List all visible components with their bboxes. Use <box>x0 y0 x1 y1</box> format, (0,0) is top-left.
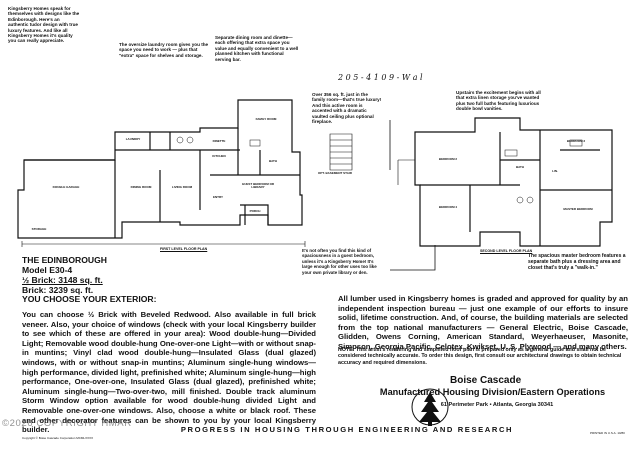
room-bedroom-4: BEDROOM 4 <box>438 205 458 209</box>
caption-guest: It's not often you find this kind of spa… <box>302 248 377 275</box>
room-dining: DINING ROOM <box>130 185 152 189</box>
quality-note: NOTE: This artist's rendering and simpli… <box>338 347 622 366</box>
small-print-left: Copyright © Boise Cascade Corporation MC… <box>22 436 94 440</box>
handwritten-note: 2 0 5 - 4 1 0 9 - W a l <box>338 73 423 82</box>
room-entry: ENTRY <box>212 195 224 199</box>
first-floor-label: FIRST LEVEL FLOOR PLAN <box>160 247 208 251</box>
company-tagline: PROGRESS IN HOUSING THROUGH ENGINEERING … <box>180 425 514 434</box>
company-name: Boise Cascade <box>450 375 522 386</box>
caption-family: Over 356 sq. ft. just in the family room… <box>312 92 382 125</box>
caption-upstairs: Upstairs the excitement begins with all … <box>456 90 541 112</box>
model-name: THE EDINBOROUGH <box>22 255 107 265</box>
room-storage: STORAGE <box>31 227 47 231</box>
room-laundry: LAUNDRY <box>125 137 141 141</box>
room-porch: PORCH <box>249 209 261 213</box>
company-address: 61 Perimeter Park • Atlanta, Georgia 303… <box>440 402 554 408</box>
room-linen: LIN. <box>552 169 558 173</box>
model-brick: Brick: 3239 sq. ft. <box>22 285 94 295</box>
exterior-heading: YOU CHOOSE YOUR EXTERIOR: <box>22 294 157 304</box>
room-basement-stair: OPT. BASEMENT STAIR <box>318 171 352 175</box>
small-print-right: PRINTED IN U.S.A. 10/80 <box>590 431 625 435</box>
caption-dining: Separate dining room and dinette—each of… <box>215 35 299 62</box>
model-block: THE EDINBOROUGH Model E30-4 ½ Brick: 314… <box>22 255 107 295</box>
room-kitchen: KITCHEN <box>212 154 226 158</box>
room-guest: GUEST BEDROOM OR LIBRARY <box>241 182 275 190</box>
caption-laundry: The oversize laundry room gives you the … <box>119 42 209 58</box>
quality-body: All lumber used in Kingsberry homes is g… <box>338 294 628 351</box>
room-living: LIVING ROOM <box>171 185 193 189</box>
second-floor-label: SECOND LEVEL FLOOR PLAN <box>480 249 533 253</box>
room-bath-1: BATH <box>268 159 278 163</box>
company-division: Manufactured Housing Division/Eastern Op… <box>379 387 606 397</box>
model-number: Model E30-4 <box>22 265 73 275</box>
room-bedroom-3: BEDROOM 3 <box>566 139 586 143</box>
room-bedroom-2: BEDROOM 2 <box>438 157 458 161</box>
caption-intro: Kingsberry Homes speak for themselves wi… <box>8 6 80 44</box>
copyright-watermark: ©2026 COPYRIGHT HMAR <box>2 418 132 429</box>
exterior-body: You can choose ½ Brick with Beveled Redw… <box>22 310 316 435</box>
model-half-brick: ½ Brick: 3148 sq. ft. <box>22 275 103 285</box>
room-garage: DOUBLE GARAGE <box>52 185 80 189</box>
room-bath-2: BATH <box>515 165 525 169</box>
caption-master: The spacious master bedroom features a s… <box>528 253 626 271</box>
room-master: MASTER BEDROOM <box>563 207 593 211</box>
room-family: FAMILY ROOM <box>255 117 277 121</box>
room-dinette: DINETTE <box>212 139 226 143</box>
